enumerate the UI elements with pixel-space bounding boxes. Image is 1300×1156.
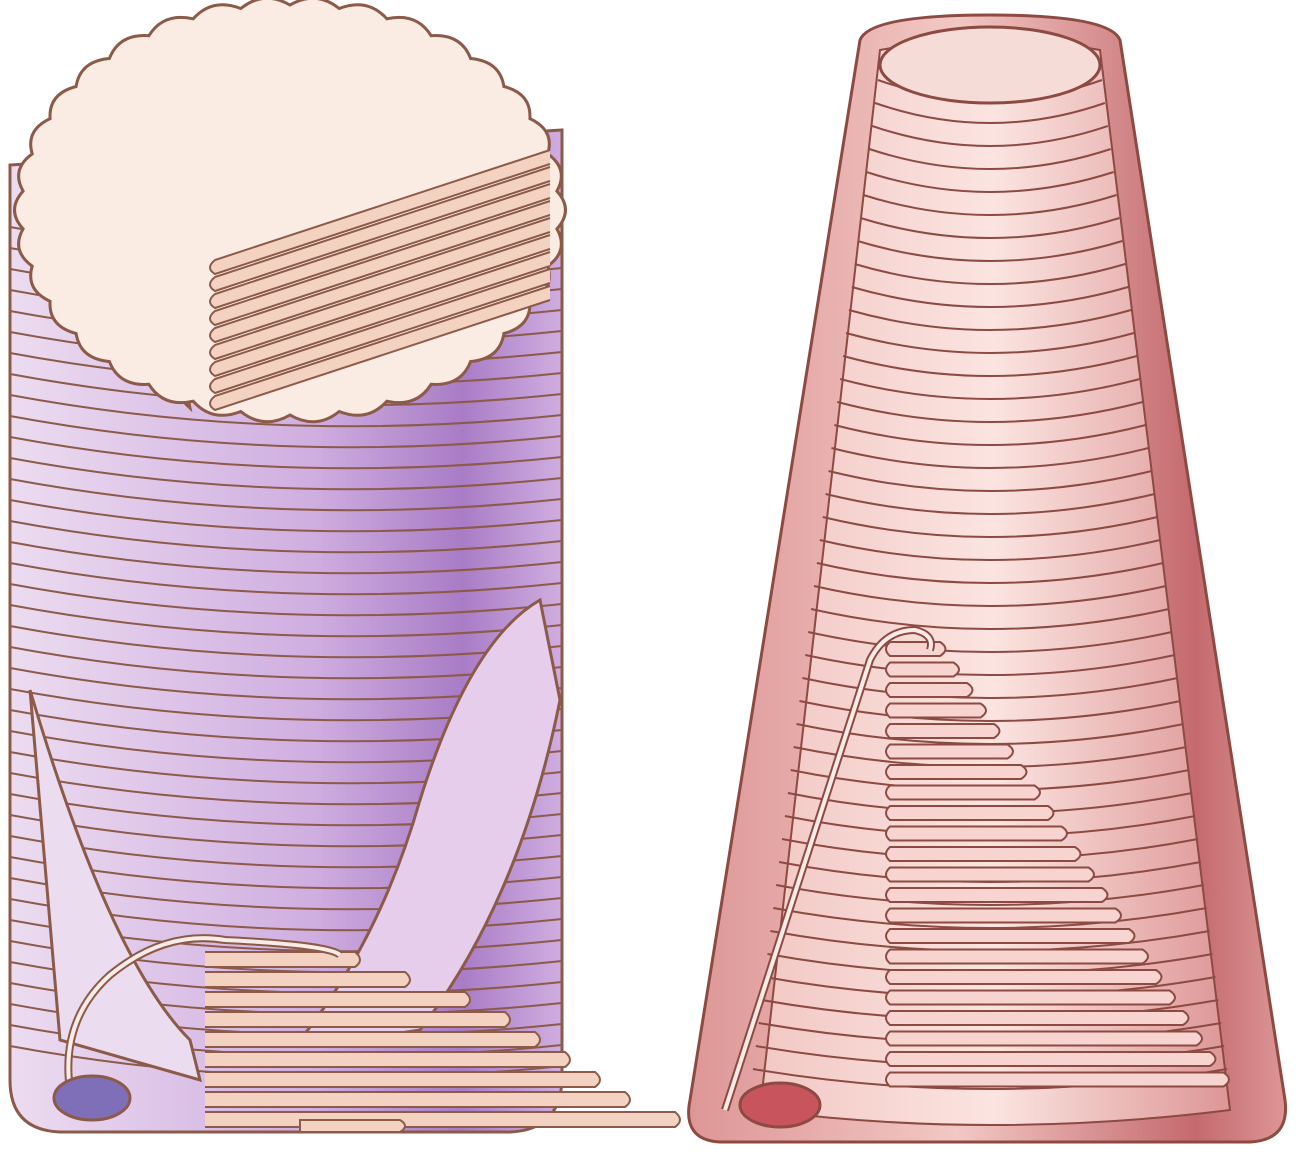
cone-fold xyxy=(886,827,1067,841)
rod-outer-segment xyxy=(10,0,680,1132)
cone-fold xyxy=(886,1011,1189,1025)
cone-fold xyxy=(886,724,1000,738)
rod-bottom-lamella xyxy=(205,1012,510,1027)
cone-apex-opening xyxy=(880,27,1100,103)
cone-fold xyxy=(886,1032,1202,1046)
rod-bottom-lamella xyxy=(205,1092,630,1107)
cone-fold xyxy=(886,868,1094,882)
rod-bottom-lamella xyxy=(205,1032,540,1047)
cone-fold xyxy=(886,765,1027,779)
cone-fold xyxy=(886,786,1040,800)
cone-fold xyxy=(886,704,986,718)
cone-fold xyxy=(886,806,1054,820)
cone-fold xyxy=(886,1052,1216,1066)
rod-bottom-lamella xyxy=(300,1120,405,1132)
cone-cilium-opening xyxy=(740,1083,820,1127)
cone-fold xyxy=(886,745,1013,759)
cone-fold xyxy=(886,1073,1229,1087)
cone-fold xyxy=(886,991,1175,1005)
cone-fold xyxy=(886,642,946,656)
cone-fold xyxy=(886,847,1081,861)
cone-fold xyxy=(886,950,1148,964)
rod-bottom-lamella xyxy=(205,1112,680,1127)
cone-fold xyxy=(886,663,959,677)
cone-outer-segment xyxy=(689,15,1286,1142)
rod-bottom-lamella xyxy=(205,992,470,1007)
cone-fold xyxy=(886,888,1108,902)
cone-fold xyxy=(886,909,1121,923)
rod-cilium-opening xyxy=(54,1076,130,1120)
rod-bottom-lamella xyxy=(205,972,410,987)
cone-fold xyxy=(886,970,1162,984)
rod-bottom-lamella xyxy=(205,1072,600,1087)
rod-bottom-lamella xyxy=(205,1052,570,1067)
cone-fold xyxy=(886,929,1135,943)
cone-fold xyxy=(886,683,973,697)
